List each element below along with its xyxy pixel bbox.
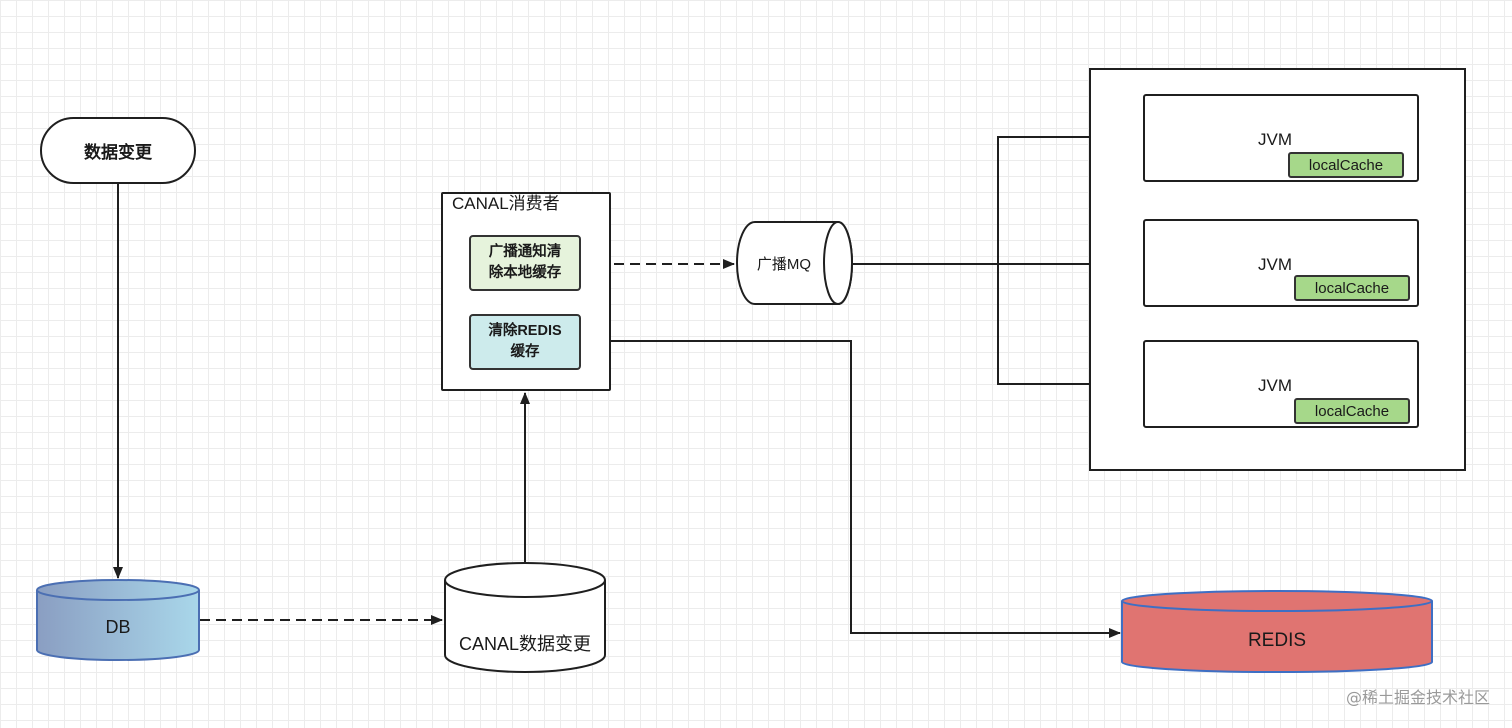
- canal-change-label: CANAL数据变更: [459, 634, 591, 654]
- edge-redis-step-to-redis: [582, 340, 1121, 638]
- jvm-label: JVM: [1258, 255, 1292, 274]
- jvm-node: JVM localCache: [1143, 94, 1419, 182]
- data-change-node: 数据变更: [40, 117, 196, 184]
- db-label: DB: [105, 617, 130, 637]
- local-cache-badge: localCache: [1288, 152, 1404, 178]
- jvm-label: JVM: [1258, 376, 1292, 395]
- jvm-node: JVM localCache: [1143, 219, 1419, 307]
- local-cache-badge: localCache: [1294, 275, 1410, 301]
- jvm-label: JVM: [1258, 130, 1292, 149]
- redis-cylinder: REDIS: [1121, 590, 1433, 673]
- db-cylinder: DB: [36, 579, 200, 661]
- jvm-node: JVM localCache: [1143, 340, 1419, 428]
- local-cache-badge: localCache: [1294, 398, 1410, 424]
- watermark: @稀土掘金技术社区: [1345, 688, 1490, 707]
- broadcast-clear-local-cache-step: 广播通知清 除本地缓存: [469, 235, 581, 291]
- redis-label: REDIS: [1248, 630, 1306, 651]
- canal-change-cylinder: CANAL数据变更: [444, 562, 606, 673]
- canal-consumer-title: CANAL消费者: [452, 194, 560, 213]
- clear-redis-cache-step: 清除REDIS 缓存: [469, 314, 581, 370]
- mq-label: 广播MQ: [757, 256, 811, 273]
- mq-queue: 广播MQ: [736, 221, 853, 305]
